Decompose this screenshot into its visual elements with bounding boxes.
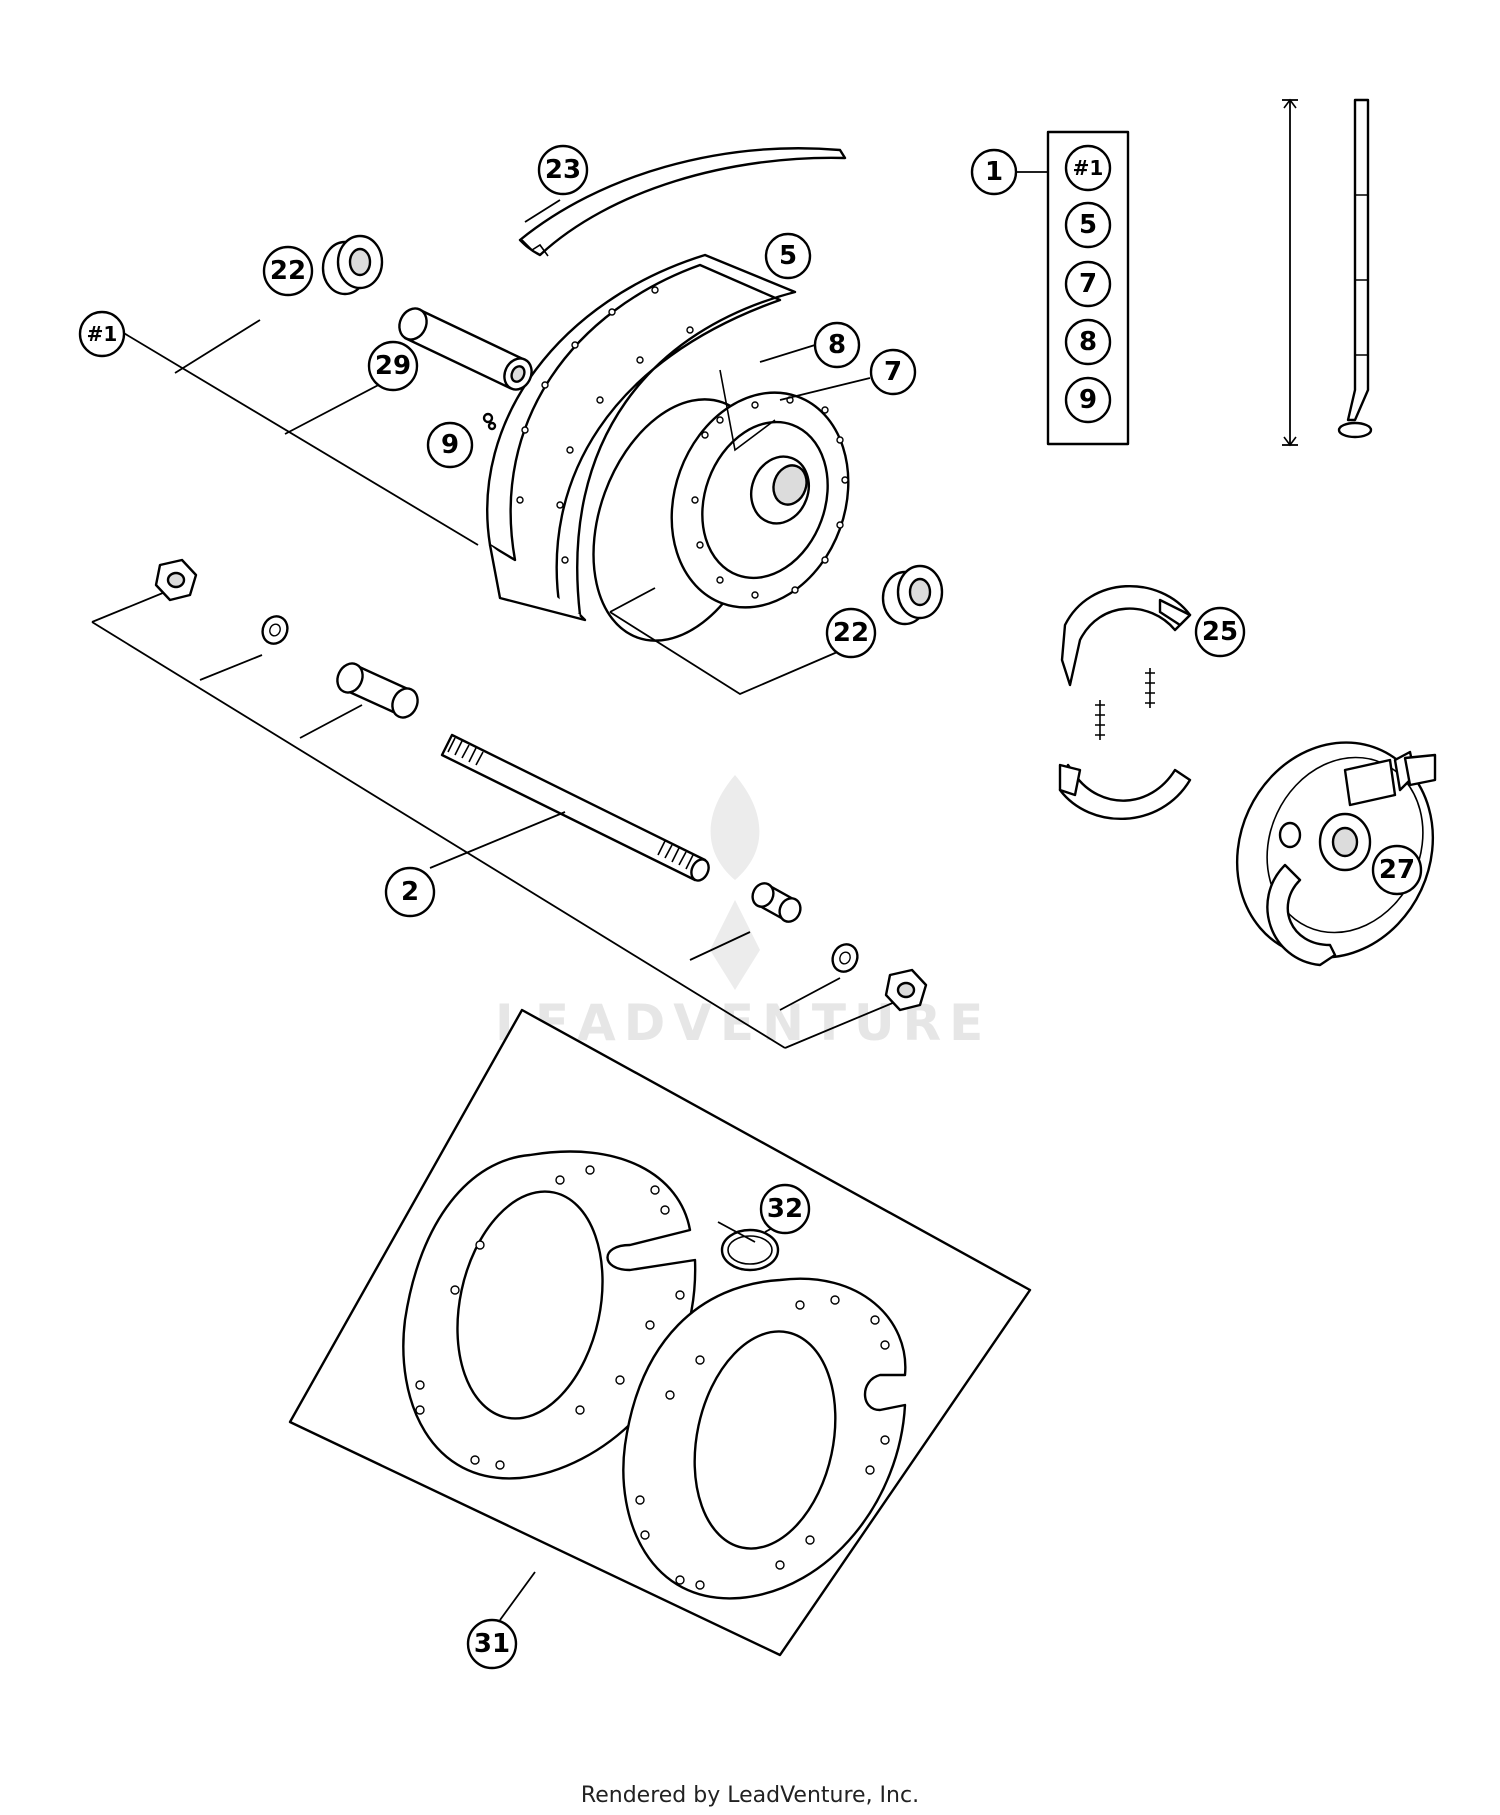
svg-text:29: 29 bbox=[375, 351, 411, 381]
callout-5-rim: 5 bbox=[764, 232, 812, 280]
callout-8: 8 bbox=[813, 321, 861, 369]
svg-text:#1: #1 bbox=[1073, 156, 1104, 180]
patch-kit bbox=[288, 1008, 1032, 1657]
axle-assembly bbox=[91, 558, 928, 1049]
svg-text:22: 22 bbox=[270, 256, 306, 286]
kit-item-8: 8 bbox=[1064, 318, 1112, 366]
grease-fitting bbox=[482, 412, 497, 431]
callout-1-wheel: #1 bbox=[78, 310, 126, 358]
callout-23: 23 bbox=[537, 144, 589, 196]
callout-7: 7 bbox=[869, 348, 917, 396]
svg-text:9: 9 bbox=[441, 430, 459, 460]
callout-9: 9 bbox=[426, 421, 474, 469]
tire-section bbox=[518, 147, 847, 257]
svg-text:5: 5 bbox=[1079, 210, 1097, 240]
rim bbox=[486, 253, 797, 622]
backing-plate bbox=[1235, 741, 1437, 967]
svg-text:7: 7 bbox=[1079, 269, 1097, 299]
svg-text:5: 5 bbox=[779, 241, 797, 271]
kit-item-5: 5 bbox=[1064, 201, 1112, 249]
svg-text:1: 1 bbox=[985, 157, 1003, 187]
svg-text:8: 8 bbox=[1079, 327, 1097, 357]
svg-text:31: 31 bbox=[474, 1629, 510, 1659]
svg-text:#1: #1 bbox=[87, 322, 118, 346]
brake-shoes bbox=[1058, 585, 1192, 820]
hub-drum bbox=[592, 369, 850, 642]
valve-stem-rod bbox=[1282, 98, 1373, 447]
callout-22-upper: 22 bbox=[262, 245, 314, 297]
callout-32: 32 bbox=[759, 1183, 811, 1235]
bearing-lower bbox=[881, 564, 944, 626]
patch-holes bbox=[415, 1165, 890, 1590]
svg-text:27: 27 bbox=[1379, 855, 1415, 885]
callout-25: 25 bbox=[1194, 606, 1246, 658]
svg-text:7: 7 bbox=[884, 357, 902, 387]
svg-text:23: 23 bbox=[545, 155, 581, 185]
callout-27: 27 bbox=[1371, 844, 1423, 896]
svg-text:8: 8 bbox=[828, 330, 846, 360]
cable-tie bbox=[717, 1221, 780, 1272]
svg-text:22: 22 bbox=[833, 618, 869, 648]
kit-item-7: 7 bbox=[1064, 260, 1112, 308]
callout-31: 31 bbox=[466, 1618, 518, 1670]
bearing-upper bbox=[321, 234, 384, 296]
callout-2: 2 bbox=[384, 866, 436, 918]
watermark-flame-icon bbox=[710, 775, 760, 990]
callout-29: 29 bbox=[367, 340, 419, 392]
kit-item-1: #1 bbox=[1064, 144, 1112, 192]
svg-text:32: 32 bbox=[767, 1194, 803, 1224]
callout-22-lower: 22 bbox=[825, 607, 877, 659]
svg-text:25: 25 bbox=[1202, 617, 1238, 647]
kit-item-9: 9 bbox=[1064, 376, 1112, 424]
svg-text:9: 9 bbox=[1079, 385, 1097, 415]
spacer-tube bbox=[398, 307, 533, 391]
footer-credit: Rendered by LeadVenture, Inc. bbox=[580, 1783, 920, 1808]
callout-1-kit: 1 bbox=[970, 148, 1018, 196]
rim-spoke-holes bbox=[516, 286, 694, 564]
svg-text:2: 2 bbox=[401, 877, 419, 907]
